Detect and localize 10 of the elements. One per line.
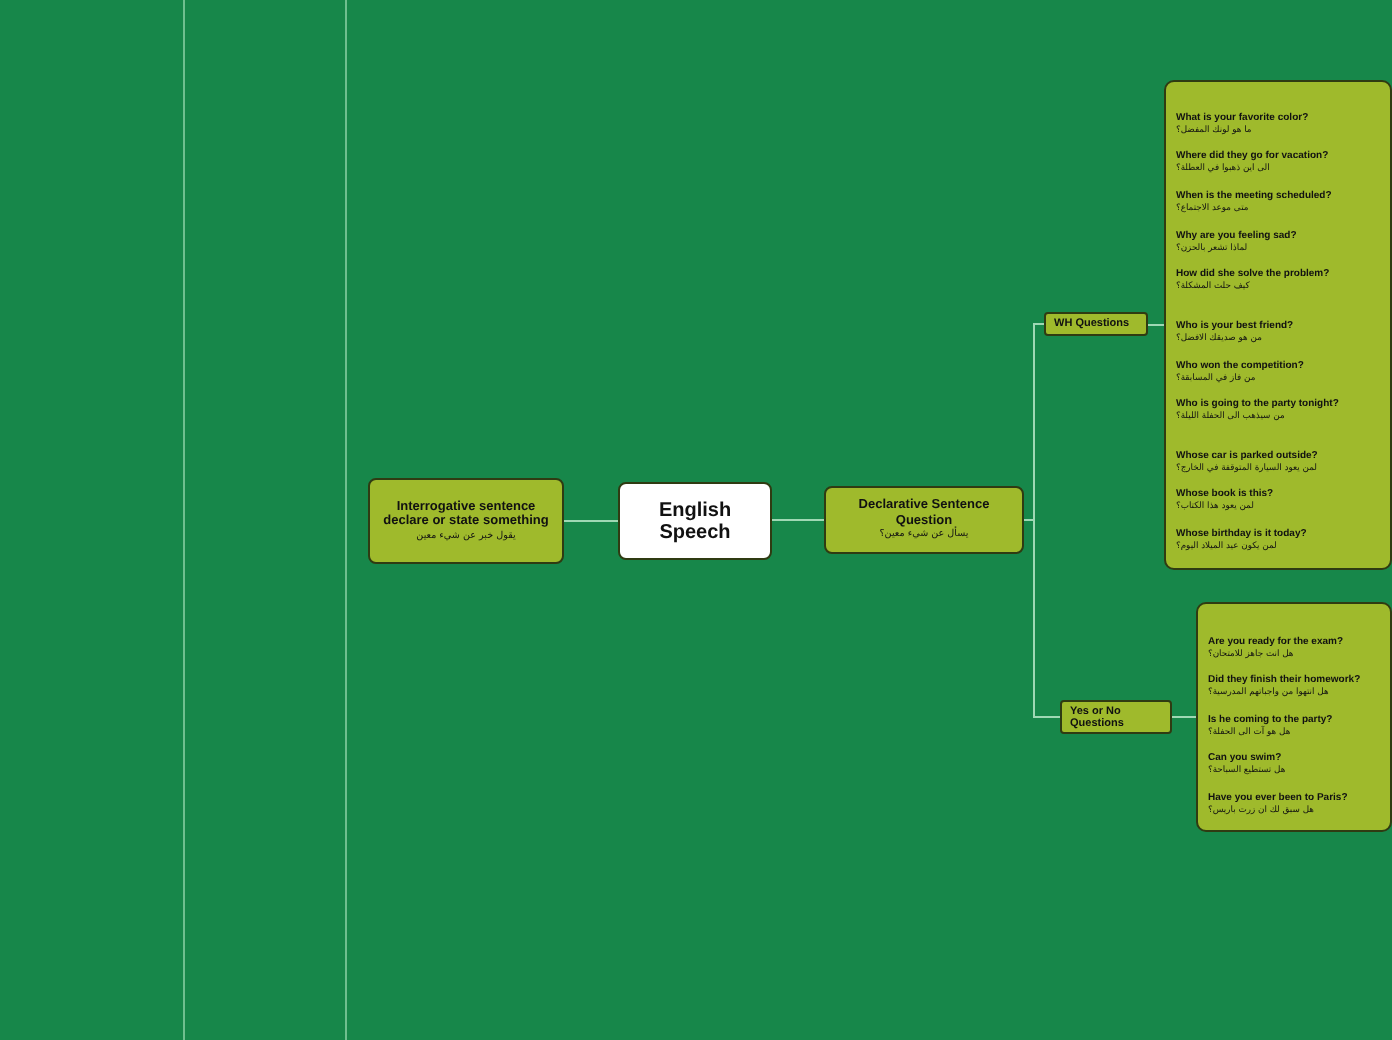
branch-box (824, 486, 1024, 554)
connector-line (563, 520, 619, 522)
connector-line (1023, 519, 1061, 718)
topic-box: English Speech (618, 482, 772, 560)
branch-box (368, 478, 564, 564)
connector-line (1171, 716, 1197, 718)
question-list-box (1164, 80, 1392, 570)
question-list-box (1196, 602, 1392, 832)
connector-line (771, 519, 825, 521)
connector-line (1147, 324, 1165, 326)
